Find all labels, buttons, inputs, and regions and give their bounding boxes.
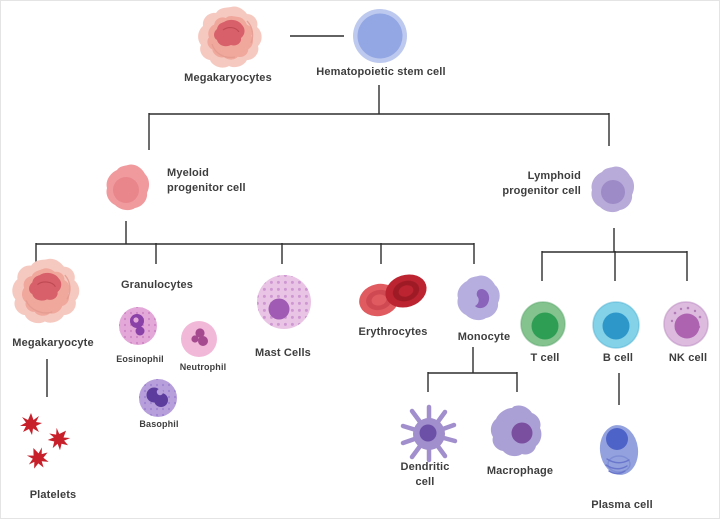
megakaryocytes-label: Megakaryocytes: [184, 72, 272, 84]
erythrocytes-label: Erythrocytes: [358, 326, 428, 338]
lymphoid-progenitor-cell-illustration: [584, 162, 642, 220]
granulocytes-label: Granulocytes: [120, 279, 194, 291]
myeloid-progenitor-label: Myeloid progenitor cell: [167, 167, 246, 194]
eosinophil-label: Eosinophil: [116, 354, 164, 364]
plasma-cell-label: Plasma cell: [591, 499, 653, 511]
dendritic-cell-label: Dendritic cell: [400, 461, 450, 488]
macrophage-cell-illustration: [486, 402, 544, 460]
erythrocytes-cell-illustration: [353, 269, 429, 323]
basophil-cell-illustration: [137, 377, 179, 419]
neutrophil-label: Neutrophil: [179, 362, 227, 372]
myeloid-progenitor-cell-illustration: [99, 160, 157, 218]
t-cell-illustration: [520, 301, 566, 347]
platelets-label: Platelets: [29, 489, 77, 501]
hematopoietic-stem-cell-label: Hematopoietic stem cell: [316, 66, 446, 78]
megakaryocyte-label: Megakaryocyte: [12, 337, 94, 349]
hematopoietic-stem-cell-illustration: [351, 7, 409, 65]
mast-cell-illustration: [255, 273, 313, 331]
branch-monocyte-children: [427, 347, 518, 392]
lymphoid-progenitor-label: Lymphoid progenitor cell: [502, 170, 581, 197]
nk-cell-illustration: [663, 301, 709, 347]
dendritic-cell-illustration: [395, 399, 463, 467]
branch-myeloid-children: [35, 221, 475, 264]
platelets-illustration: [3, 407, 75, 479]
monocyte-cell-illustration: [451, 272, 505, 326]
branch-stem-to-progenitors: [148, 85, 610, 150]
branch-lymphoid-children: [541, 228, 688, 281]
megakaryocyte-cell-illustration: [8, 254, 86, 332]
b-cell-label: B cell: [602, 352, 634, 364]
nk-cell-label: NK cell: [668, 352, 708, 364]
mast-cells-label: Mast Cells: [255, 347, 311, 359]
t-cell-label: T cell: [530, 352, 560, 364]
macrophage-label: Macrophage: [486, 465, 554, 477]
monocyte-label: Monocyte: [457, 331, 511, 343]
megakaryocytes-cell-illustration: [194, 2, 268, 76]
neutrophil-cell-illustration: [179, 319, 219, 359]
plasma-cell-illustration: [591, 417, 647, 481]
basophil-label: Basophil: [139, 419, 179, 429]
eosinophil-cell-illustration: [117, 305, 159, 347]
b-cell-illustration: [592, 301, 640, 349]
